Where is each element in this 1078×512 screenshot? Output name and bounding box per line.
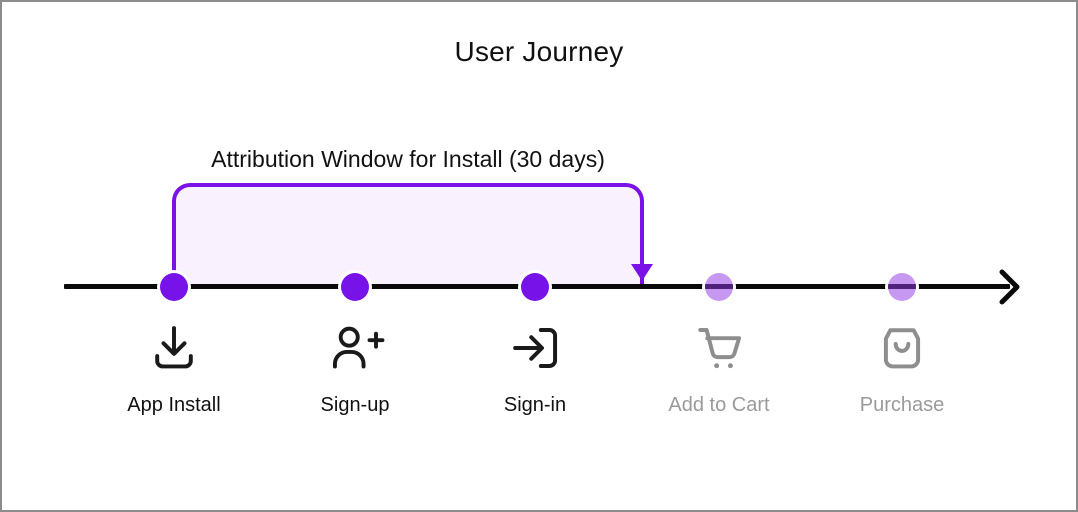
event-label: Add to Cart <box>668 394 770 416</box>
event-sign-up: Sign-up <box>270 320 440 417</box>
page-title: User Journey <box>454 36 624 67</box>
timeline-dot-sign-up <box>341 273 369 301</box>
timeline-dot-sign-in <box>521 273 549 301</box>
timeline-dot-add-to-cart <box>705 273 733 301</box>
download-icon <box>155 326 193 369</box>
timeline-dot-app-install <box>160 273 188 301</box>
attribution-window-label: Attribution Window for Install (30 days) <box>211 146 605 172</box>
shopping-bag-icon <box>883 328 921 369</box>
attribution-window-region <box>172 183 644 285</box>
login-icon <box>513 328 558 368</box>
timeline-dot-purchase <box>888 273 916 301</box>
event-label: App Install <box>127 394 221 416</box>
event-label: Purchase <box>859 394 945 416</box>
event-app-install: App Install <box>89 320 259 417</box>
event-label: Sign-up <box>320 394 390 416</box>
person-plus-icon <box>332 326 385 369</box>
chevron-right-icon <box>999 269 1020 305</box>
event-sign-in: Sign-in <box>450 320 620 417</box>
event-label: Sign-in <box>503 394 567 416</box>
event-purchase: Purchase <box>817 320 987 417</box>
arrow-down-icon <box>631 264 653 281</box>
event-add-to-cart: Add to Cart <box>634 320 804 417</box>
cart-icon <box>698 328 742 369</box>
